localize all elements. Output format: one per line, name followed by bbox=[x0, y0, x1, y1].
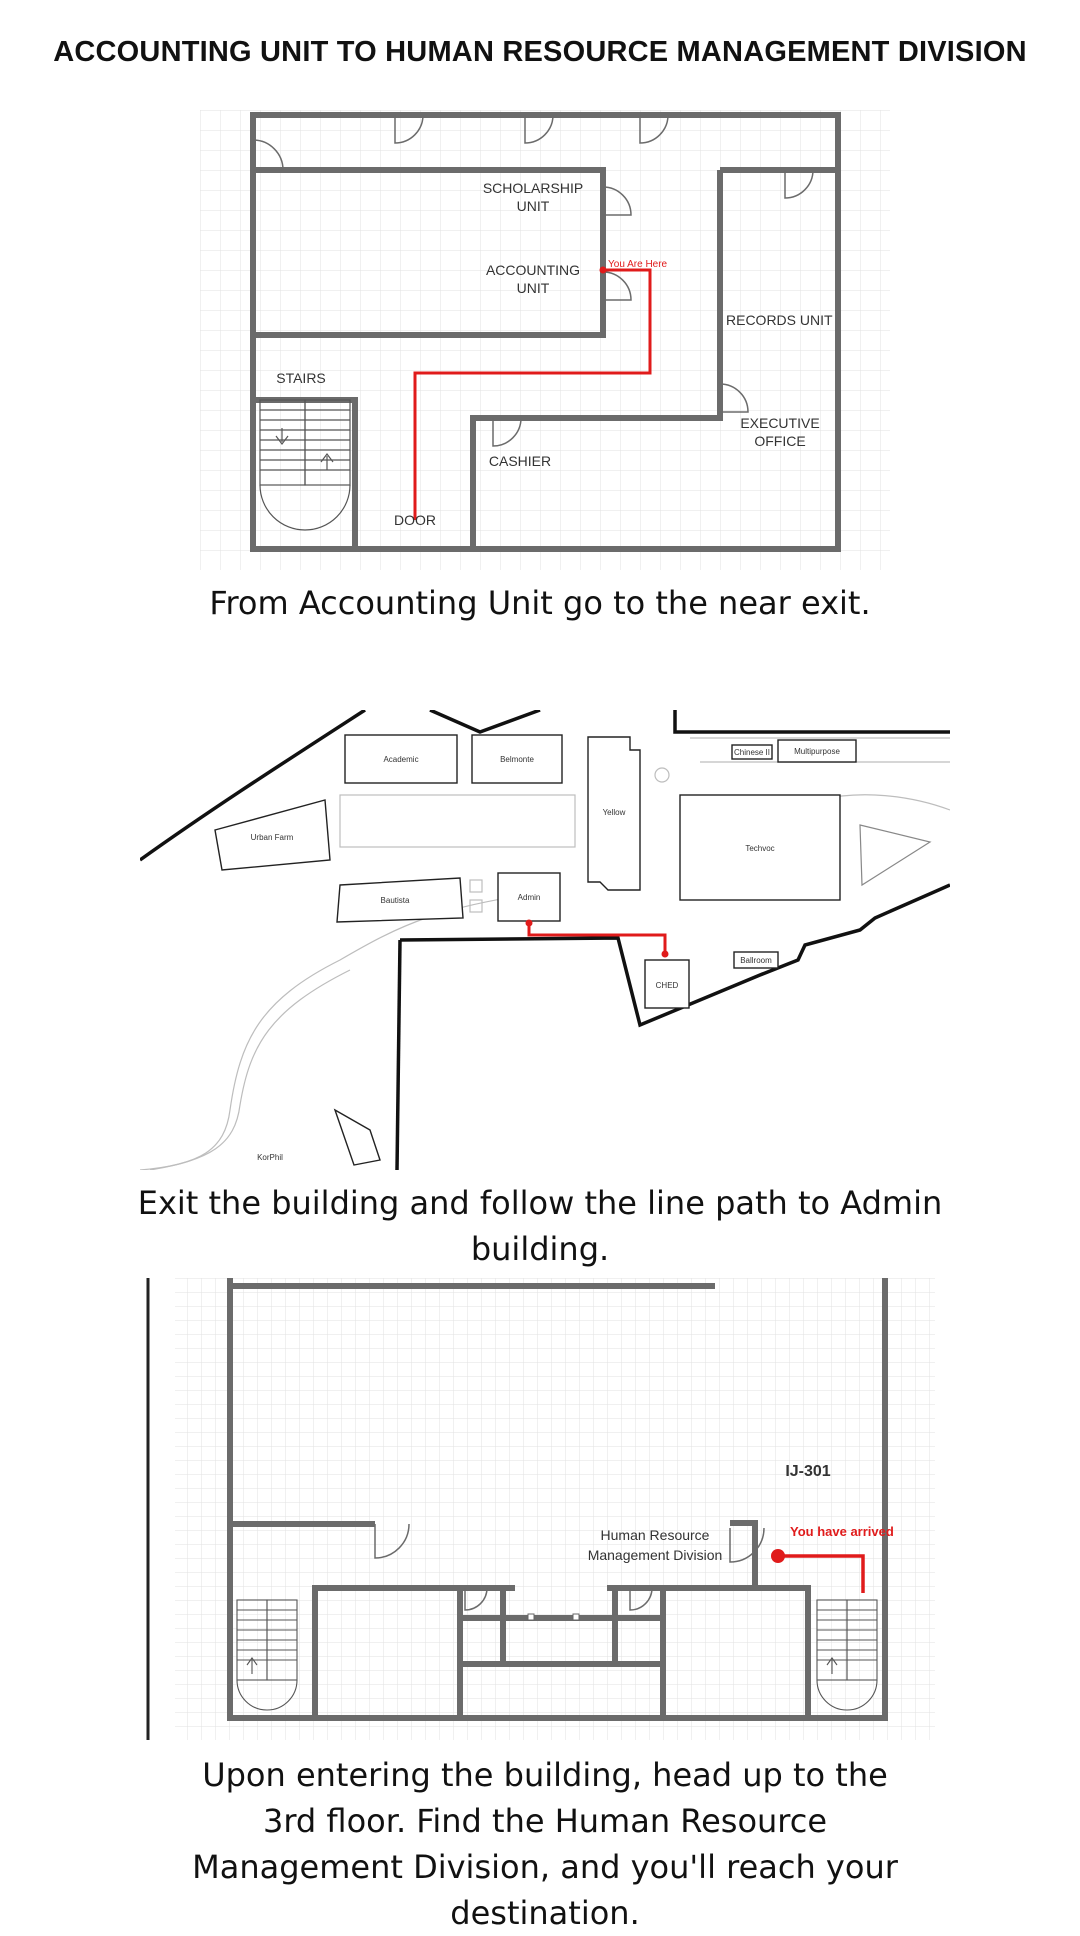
hr-label-1: Human Resource bbox=[601, 1527, 710, 1543]
you-are-here-label: You Are Here bbox=[608, 259, 668, 270]
you-have-arrived-label: You have arrived bbox=[790, 1524, 894, 1539]
door-label: DOOR bbox=[394, 512, 436, 528]
records-unit-label: RECORDS UNIT bbox=[726, 312, 833, 328]
building-ched bbox=[644, 959, 690, 1009]
destination-marker bbox=[771, 1549, 785, 1563]
building-belmonte bbox=[471, 734, 563, 784]
accounting-label-1: ACCOUNTING bbox=[486, 262, 580, 278]
label-urban-farm: Urban Farm bbox=[251, 833, 294, 842]
building-urban-farm bbox=[214, 799, 331, 871]
label-academic: Academic bbox=[383, 755, 418, 764]
outer-wall bbox=[227, 1278, 888, 1721]
page-title: ACCOUNTING UNIT TO HUMAN RESOURCE MANAGE… bbox=[53, 36, 1027, 68]
label-bautista: Bautista bbox=[381, 896, 410, 905]
label-multipurpose: Multipurpose bbox=[794, 747, 840, 756]
hr-label-2: Management Division bbox=[588, 1547, 723, 1563]
building-academic bbox=[344, 734, 458, 784]
step1-caption: From Accounting Unit go to the near exit… bbox=[209, 584, 871, 622]
building-bautista bbox=[336, 877, 464, 923]
label-belmonte: Belmonte bbox=[500, 755, 534, 764]
room-number-label: IJ-301 bbox=[785, 1463, 830, 1480]
executive-label-2: OFFICE bbox=[754, 433, 805, 449]
stairs-icon bbox=[236, 1599, 298, 1711]
floorplan-accounting: SCHOLARSHIP UNIT ACCOUNTING UNIT You Are… bbox=[200, 110, 890, 570]
accounting-label-2: UNIT bbox=[517, 280, 550, 296]
stairs-label: STAIRS bbox=[276, 370, 326, 386]
building-ballroom bbox=[733, 951, 779, 969]
floorplan-admin-3rd-floor: IJ-301 Human Resource Management Divisio… bbox=[146, 1278, 935, 1740]
label-chinese: Chinese II bbox=[734, 748, 770, 757]
scholarship-label-1: SCHOLARSHIP bbox=[483, 180, 583, 196]
cashier-wall bbox=[470, 410, 723, 549]
label-admin: Admin bbox=[518, 893, 541, 902]
you-are-here-marker bbox=[599, 266, 607, 274]
door-swings bbox=[252, 114, 814, 447]
label-kophil: KorPhil bbox=[257, 1153, 283, 1162]
building-multipurpose bbox=[777, 739, 857, 763]
step2-caption: Exit the building and follow the line pa… bbox=[137, 1184, 943, 1268]
stairs-icon bbox=[259, 399, 351, 531]
step3-caption: Upon entering the building, head up to t… bbox=[192, 1756, 898, 1932]
label-techvoc: Techvoc bbox=[745, 844, 774, 853]
route-path bbox=[778, 1554, 865, 1593]
campus-map: Academic Belmonte Chinese II Multipurpos… bbox=[140, 710, 950, 1170]
campus-boundary bbox=[140, 710, 950, 1170]
accounting-block-wall bbox=[253, 167, 606, 338]
cashier-label: CASHIER bbox=[489, 453, 551, 469]
building-chinese bbox=[731, 744, 773, 760]
building-techvoc bbox=[679, 794, 841, 901]
label-ballroom: Ballroom bbox=[740, 956, 772, 965]
scholarship-label-2: UNIT bbox=[517, 198, 550, 214]
route-path bbox=[413, 268, 652, 520]
route-path bbox=[527, 921, 667, 954]
executive-label-1: EXECUTIVE bbox=[740, 415, 819, 431]
building-yellow bbox=[587, 736, 641, 891]
label-yellow: Yellow bbox=[603, 808, 626, 817]
stairs-icon bbox=[816, 1599, 878, 1711]
label-ched: CHED bbox=[656, 981, 679, 990]
